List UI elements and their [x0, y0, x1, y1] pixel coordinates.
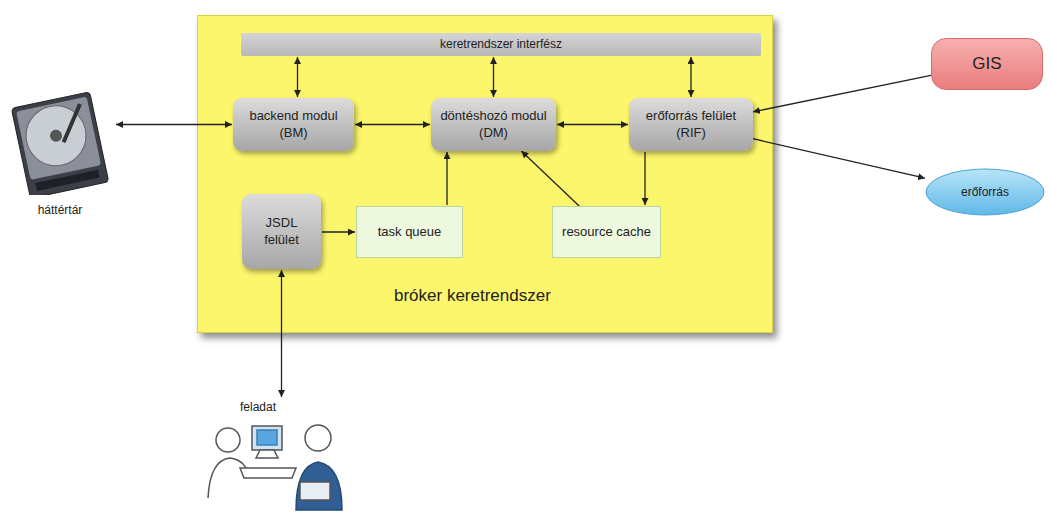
connector-arrow	[446, 152, 447, 205]
connector-arrow	[322, 231, 355, 232]
hard-disk-icon	[5, 85, 115, 195]
node-label: erőforrás	[961, 185, 1009, 200]
module-box: döntéshozó modul (DM)	[431, 98, 556, 151]
node-label: GIS	[972, 53, 1001, 74]
node-label: task queue	[378, 224, 442, 240]
node-label: erőforrás felület (RIF)	[635, 108, 747, 141]
resource-ellipse: erőforrás	[925, 168, 1045, 216]
storage-node: háttértár	[5, 85, 115, 220]
node-label: resource cache	[562, 224, 651, 240]
connector-arrow	[644, 152, 645, 205]
connector-arrow	[493, 57, 494, 97]
connector-arrow	[753, 139, 925, 178]
connector-arrow	[281, 270, 282, 397]
connector-arrow	[297, 57, 298, 97]
framework-region: bróker keretrendszer keretrendszer interf…	[197, 15, 773, 333]
node-label: backend modul (BM)	[239, 108, 348, 141]
gis-box: GIS	[931, 38, 1043, 90]
queue-box: task queue	[356, 206, 463, 258]
connector-arrow	[355, 124, 430, 125]
module-box: erőforrás felület (RIF)	[629, 98, 753, 151]
users-illustration	[200, 398, 365, 513]
interface-band: keretrendszer interfész	[241, 33, 761, 56]
connector-arrow	[116, 124, 232, 125]
connector-arrow	[521, 151, 579, 206]
region-title: bróker keretrendszer	[394, 286, 551, 306]
node-label: keretrendszer interfész	[440, 37, 562, 52]
user-node: feladat	[200, 398, 365, 513]
node-label: JSDL felület	[248, 215, 315, 248]
node-label: döntéshozó modul (DM)	[437, 108, 550, 141]
module-box: JSDL felület	[242, 194, 321, 269]
connector-arrow	[690, 57, 691, 97]
connector-arrow	[557, 124, 628, 125]
connector-arrow	[753, 75, 931, 111]
cache-box: resource cache	[552, 206, 661, 258]
module-box: backend modul (BM)	[233, 98, 354, 151]
node-label: feladat	[240, 400, 276, 415]
node-label: háttértár	[38, 203, 83, 218]
